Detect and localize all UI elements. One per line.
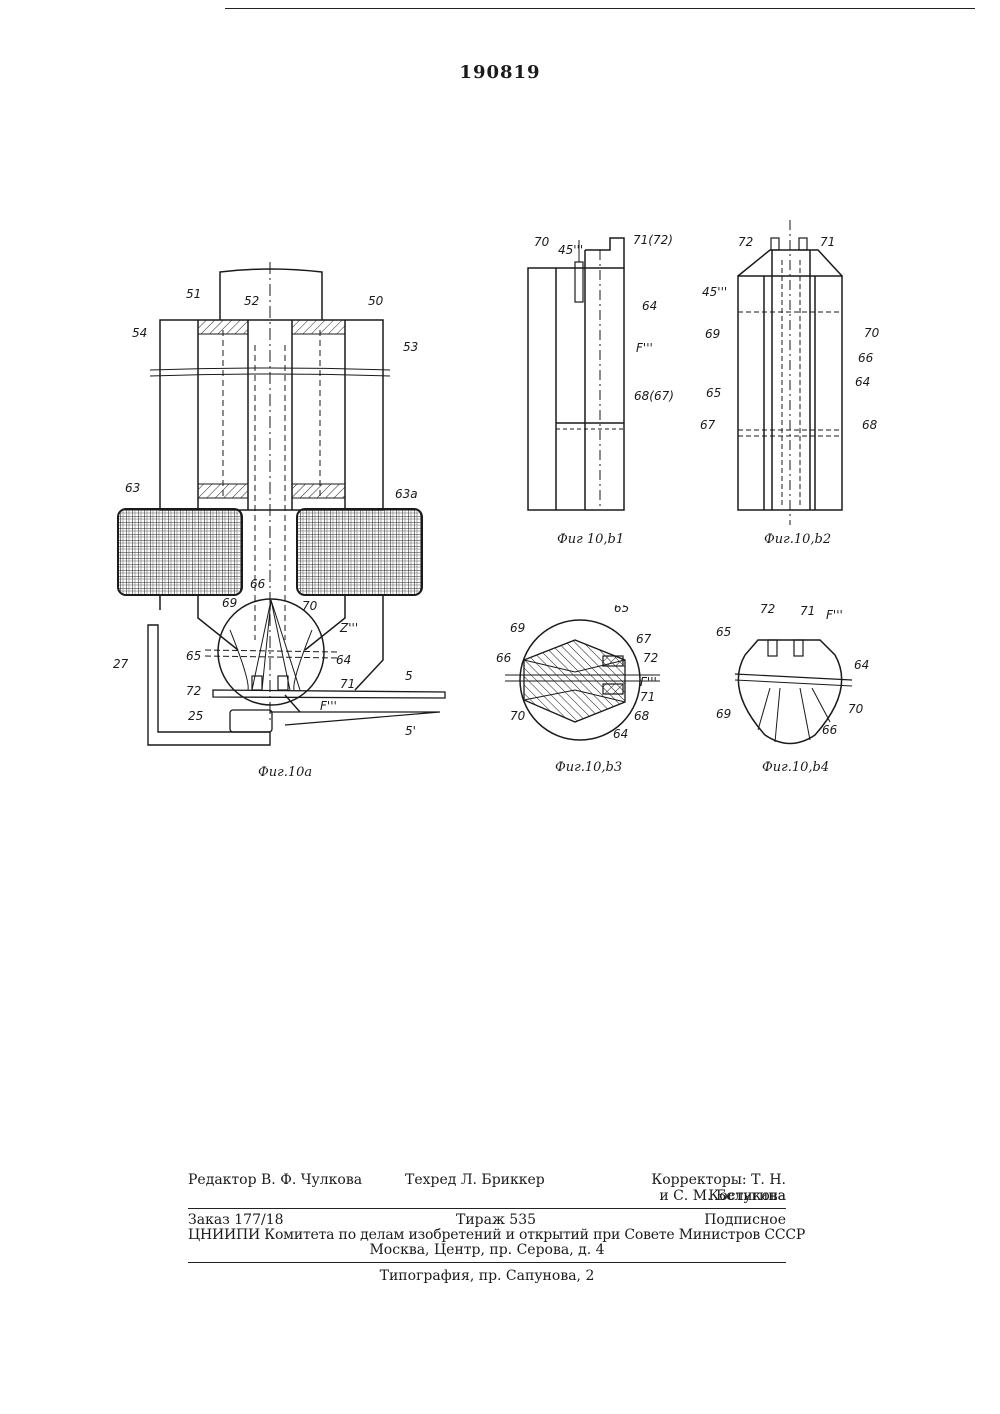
b1-label-70: 70 [534,235,550,249]
label-51: 51 [186,287,201,301]
label-5-prime: 5' [405,724,416,738]
b2-label-45: 45''' [702,285,727,299]
footer-techred: Техред Л. Бриккер [405,1172,545,1188]
label-66: 66 [250,577,266,591]
b1-label-71-72: 71(72) [633,233,673,247]
b2-label-71: 71 [820,235,835,249]
patent-number: 190819 [0,62,1000,83]
b4-label-71: 71 [800,604,815,618]
footer-rule-top [188,1208,786,1209]
label-5: 5 [405,669,413,683]
b4-label-66: 66 [822,723,838,737]
b1-label-45: 45''' [558,243,583,257]
footer-rule-bottom [188,1262,786,1263]
b3-label-66: 66 [496,651,512,665]
b4-label-70: 70 [848,702,864,716]
label-65: 65 [186,649,201,663]
b3-label-68: 68 [634,709,650,723]
label-53: 53 [403,340,418,354]
label-72: 72 [186,684,201,698]
label-27: 27 [113,657,129,671]
b3-label-70: 70 [510,709,526,723]
label-63a: 63а [395,487,418,501]
b3-label-69: 69 [510,621,525,635]
figure-10b2-caption: Фиг.10,b2 [764,532,831,547]
figure-10a-drawing: 51 52 50 54 53 63 63а 66 69 70 Z''' 65 6… [100,255,470,795]
label-71: 71 [340,677,355,691]
b4-label-f: F''' [826,608,843,622]
label-z: Z''' [339,621,358,635]
figure-10b3-drawing: 69 65 67 66 72 F''' 71 70 68 64 [495,605,675,755]
b4-label-64: 64 [854,658,869,672]
label-54: 54 [132,326,147,340]
label-25: 25 [188,709,203,723]
b1-label-64: 64 [642,299,657,313]
figure-10b3-caption: Фиг.10,b3 [555,760,622,775]
b3-label-72: 72 [643,651,658,665]
b2-label-65: 65 [706,386,721,400]
footer-order: Заказ 177/18 [188,1212,284,1228]
footer-subscription: Подписное [586,1212,786,1228]
b3-label-f: F''' [640,675,657,689]
b3-label-65: 65 [614,605,629,615]
footer-address: Москва, Центр, пр. Серова, д. 4 [188,1242,786,1258]
scan-edge-line [225,8,975,9]
label-52: 52 [244,294,259,308]
figure-10b4-drawing: 72 71 F''' 65 64 69 70 66 [700,595,880,755]
label-64: 64 [336,653,351,667]
label-63: 63 [125,481,140,495]
footer-institute: ЦНИИПИ Комитета по делам изобретений и о… [188,1227,786,1243]
b1-label-68-67: 68(67) [634,389,674,403]
b2-label-69: 69 [705,327,720,341]
figure-10b2-drawing: 72 71 45''' 69 70 66 65 64 67 68 [695,220,895,530]
figure-10b1-drawing: 70 45''' 71(72) 64 F''' 68(67) [520,225,690,525]
footer-printing-house: Типография, пр. Сапунова, 2 [188,1268,786,1284]
figure-10a-caption: Фиг.10а [258,765,312,780]
figure-10b1-caption: Фиг 10,b1 [557,532,624,547]
footer-print-run: Тираж 535 [456,1212,536,1228]
b2-label-70: 70 [864,326,880,340]
b3-label-67: 67 [636,632,652,646]
b2-label-67: 67 [700,418,716,432]
b2-label-68: 68 [862,418,878,432]
b2-label-64: 64 [855,375,870,389]
figure-10b4-caption: Фиг.10,b4 [762,760,829,775]
label-70: 70 [302,599,318,613]
b4-label-69: 69 [716,707,731,721]
b3-label-64: 64 [613,727,628,741]
label-50: 50 [368,294,384,308]
b4-label-65: 65 [716,625,731,639]
b2-label-66: 66 [858,351,874,365]
b4-label-72: 72 [760,602,775,616]
label-69: 69 [222,596,237,610]
b2-label-72: 72 [738,235,753,249]
footer-editor: Редактор В. Ф. Чулкова [188,1172,362,1188]
b1-label-f: F''' [636,341,653,355]
footer-correctors-line2: и С. М. Белугина [586,1188,786,1204]
b3-label-71: 71 [640,690,655,704]
label-f: F''' [320,699,337,713]
